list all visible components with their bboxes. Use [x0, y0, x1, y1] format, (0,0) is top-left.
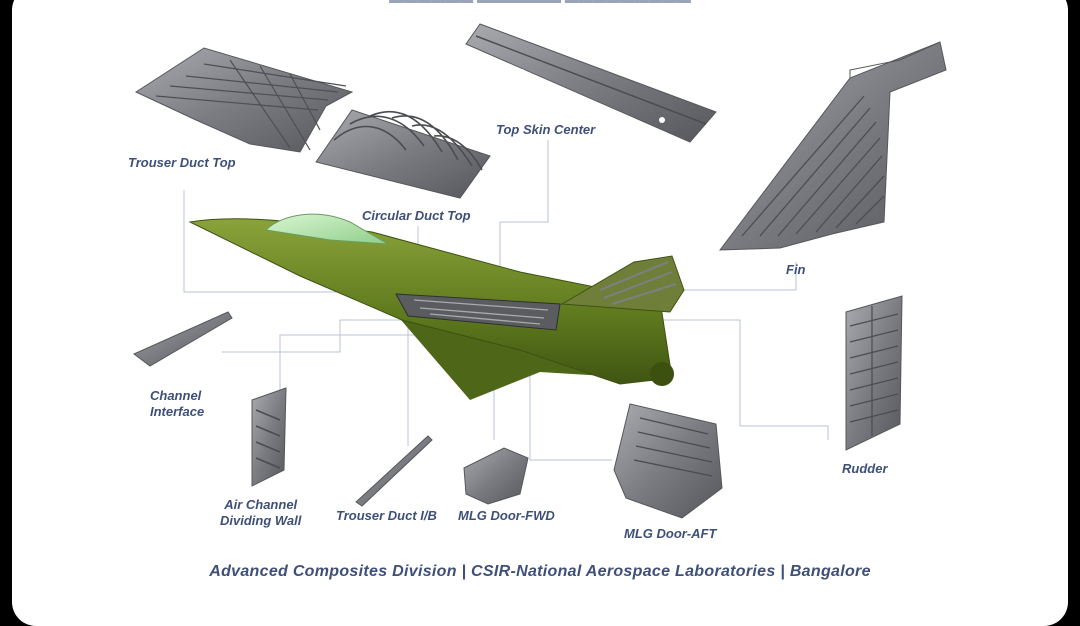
leader-rudder — [650, 319, 829, 440]
footer-credit: Advanced Composites Division | CSIR-Nati… — [209, 563, 871, 580]
rudder-part — [845, 295, 903, 451]
leader-channel-interface — [222, 319, 440, 353]
label-mlg-door-aft: MLG Door-AFT — [624, 526, 717, 541]
mlg-door-fwd-part — [463, 447, 529, 505]
trouser-duct-ib-part — [355, 435, 433, 507]
leader-trouser-duct-top — [183, 190, 410, 293]
label-trouser-duct-top: Trouser Duct Top — [128, 155, 236, 170]
leader-top-skin-center — [499, 140, 549, 292]
diagram-canvas — [133, 23, 947, 519]
leader-fin — [632, 262, 797, 291]
label-mlg-door-fwd: MLG Door-FWD — [458, 508, 555, 523]
label-circular-duct-top: Circular Duct Top — [362, 208, 471, 223]
label-top-skin-center: Top Skin Center — [496, 122, 596, 137]
top-skin-center-part — [465, 23, 717, 143]
label-air-channel-dividing-wall: Air Channel Dividing Wall — [220, 497, 302, 528]
mlg-door-aft-part — [613, 403, 723, 519]
trouser-duct-top-part — [134, 47, 354, 153]
circular-duct-top-part — [315, 109, 491, 199]
label-fin: Fin — [786, 262, 806, 277]
fin-part — [718, 41, 947, 251]
aircraft-body — [188, 213, 685, 400]
label-channel-interface: Channel Interface — [150, 388, 205, 419]
label-rudder: Rudder — [842, 461, 888, 476]
air-channel-dividing-wall-part — [251, 387, 287, 487]
label-trouser-duct-ib: Trouser Duct I/B — [336, 508, 437, 523]
channel-interface-part — [133, 311, 233, 367]
cut-off-title-strip: ▬▬▬▬▬▬ ▬▬▬▬▬▬ ▬▬▬▬▬▬▬▬▬ — [330, 0, 750, 4]
